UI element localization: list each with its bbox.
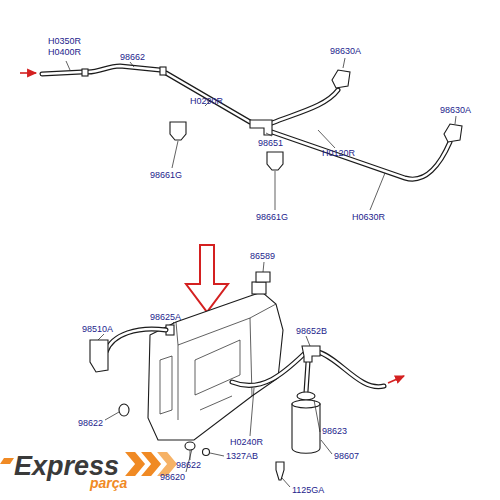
hose xyxy=(272,132,450,179)
screw xyxy=(276,462,284,480)
callout-number: 98652B xyxy=(296,326,327,336)
hose xyxy=(318,352,384,387)
hose-clip xyxy=(267,152,283,170)
hose xyxy=(318,352,384,387)
hose-clip xyxy=(170,122,186,140)
part-name: H0240R xyxy=(230,437,263,447)
hose xyxy=(272,90,338,123)
nut xyxy=(203,449,210,456)
flow-arrow xyxy=(20,72,36,74)
hose xyxy=(106,329,166,352)
washer-nozzle xyxy=(332,70,350,88)
callout-number: 98661G xyxy=(150,170,182,180)
hose xyxy=(306,362,308,392)
pointer-arrow xyxy=(186,245,228,312)
pump-grommet xyxy=(297,392,315,400)
grommet xyxy=(119,404,129,416)
hose xyxy=(232,354,304,385)
part-name: H0400R xyxy=(48,47,81,57)
mounting-bracket xyxy=(90,340,108,372)
hose xyxy=(42,72,82,74)
part-name: H0630R xyxy=(352,212,385,222)
pump-top xyxy=(292,400,320,408)
callout-number: 98623 xyxy=(322,426,347,436)
logo-streak xyxy=(0,458,14,464)
hose xyxy=(166,73,250,122)
callout-number: 1327AB xyxy=(226,451,258,461)
hose xyxy=(232,354,304,385)
callout-number: 98607 xyxy=(334,451,359,461)
logo-chevron xyxy=(125,452,145,476)
part-name: H0350R xyxy=(48,36,81,46)
callout-number: 98630A xyxy=(330,46,361,56)
callout-number: 98622 xyxy=(78,418,103,428)
t-connector xyxy=(250,120,272,135)
filler-neck xyxy=(252,282,266,294)
coupling xyxy=(82,69,88,76)
washer-nozzle xyxy=(444,124,462,142)
callout-number: 98622 xyxy=(176,460,201,470)
callout-number: 98661G xyxy=(256,212,288,222)
callout-number: 98651 xyxy=(258,138,283,148)
hose xyxy=(42,72,82,74)
hose xyxy=(306,362,308,392)
hose xyxy=(166,73,250,122)
washer-reservoir xyxy=(148,292,283,440)
flow-arrow xyxy=(388,376,404,383)
hose xyxy=(272,90,338,123)
logo-chevron xyxy=(141,452,161,476)
watermark-logo: parça xyxy=(90,476,127,491)
hose xyxy=(272,132,450,179)
part-name: H0120R xyxy=(322,148,355,158)
hose xyxy=(88,66,160,72)
grommet xyxy=(185,442,195,450)
callout-number: 98620 xyxy=(160,472,185,482)
hose xyxy=(88,66,160,72)
coupling xyxy=(160,67,166,75)
callout-number: 1125GA xyxy=(292,485,324,495)
callout-number: 98625A xyxy=(150,312,181,322)
t-connector xyxy=(302,346,320,362)
callout-number: 86589 xyxy=(250,251,275,261)
filler-cap xyxy=(256,272,270,282)
callout-number: 98662 xyxy=(120,52,145,62)
hose xyxy=(106,329,166,352)
callout-number: 98630A xyxy=(440,105,471,115)
callout-number: 98510A xyxy=(82,324,113,334)
part-name: H0290R xyxy=(190,96,223,106)
